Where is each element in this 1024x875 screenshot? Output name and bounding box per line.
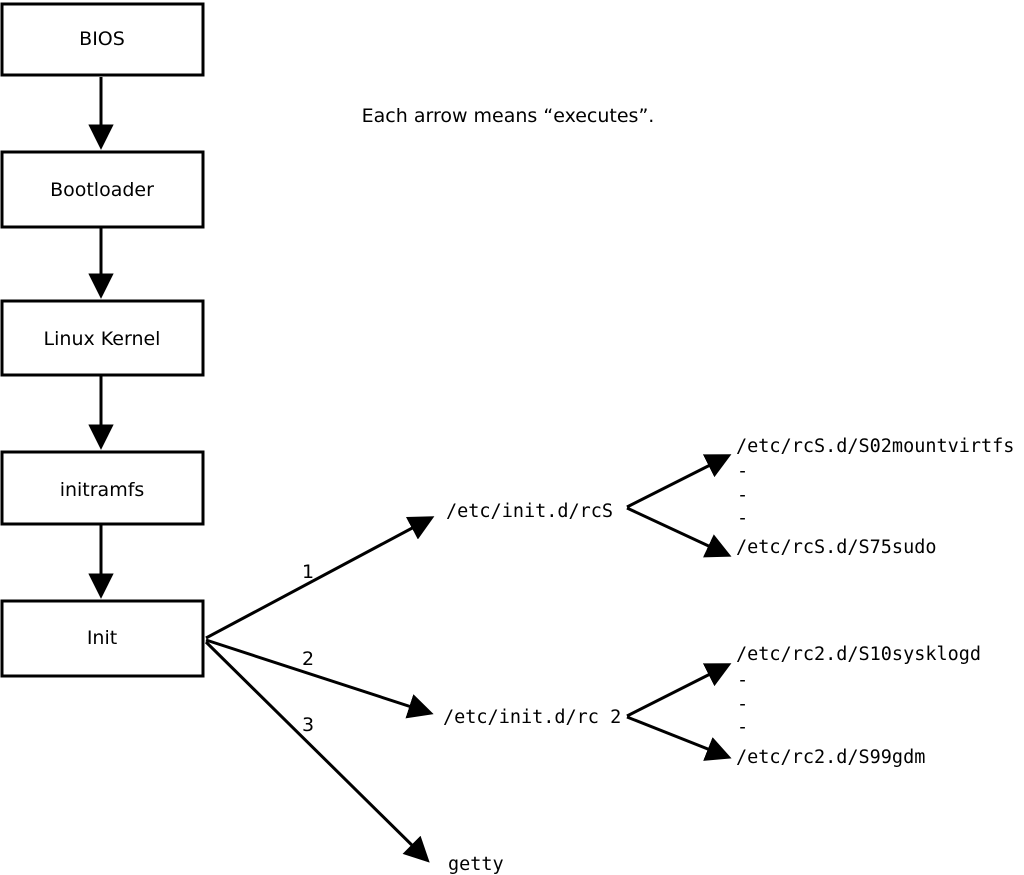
arrow-rc2-to-last-script xyxy=(626,715,732,761)
bootloader-label: Bootloader xyxy=(50,179,154,201)
rcS-script-label: /etc/init.d/rcS xyxy=(446,501,613,522)
branch-order-1: 1 xyxy=(302,561,314,583)
legend-note: Each arrow means “executes”. xyxy=(362,105,655,127)
rcS-ellipsis-dash-1: - xyxy=(737,461,748,482)
getty-label: getty xyxy=(448,854,504,875)
init-box xyxy=(0,599,205,678)
bios-label: BIOS xyxy=(79,28,125,50)
arrow-rc2-to-first-script xyxy=(626,663,732,718)
bootloader-box xyxy=(0,150,205,229)
branch-order-3: 3 xyxy=(302,714,314,736)
rcS-ellipsis-dash-3: - xyxy=(737,508,748,529)
arrow-rcS-to-last-script xyxy=(626,506,732,558)
arrow-rcS-to-first-script xyxy=(626,454,732,509)
branch-order-2: 2 xyxy=(302,648,314,670)
rcS-ellipsis-dash-2: - xyxy=(737,485,748,506)
linux-kernel-box xyxy=(0,299,205,377)
rc2-ellipsis-dash-3: - xyxy=(737,717,748,738)
rc2-last-script: /etc/rc2.d/S99gdm xyxy=(736,747,925,768)
rc2-script-label: /etc/init.d/rc 2 xyxy=(443,707,621,728)
rc2-first-script: /etc/rc2.d/S10sysklogd xyxy=(736,644,981,665)
rc2-ellipsis-dash-2: - xyxy=(737,694,748,715)
arrow-init-to-getty xyxy=(204,640,430,863)
bios-box xyxy=(0,2,205,77)
rcS-last-script: /etc/rcS.d/S75sudo xyxy=(736,537,936,558)
arrow-init-to-rcS xyxy=(205,516,435,640)
linux-kernel-label: Linux Kernel xyxy=(44,328,161,350)
rcS-first-script: /etc/rcS.d/S02mountvirtfs xyxy=(736,436,1014,457)
initramfs-box xyxy=(0,450,205,526)
init-label: Init xyxy=(87,627,117,649)
rc2-ellipsis-dash-1: - xyxy=(737,670,748,691)
initramfs-label: initramfs xyxy=(60,479,145,501)
arrow-init-to-rc2 xyxy=(205,638,434,719)
